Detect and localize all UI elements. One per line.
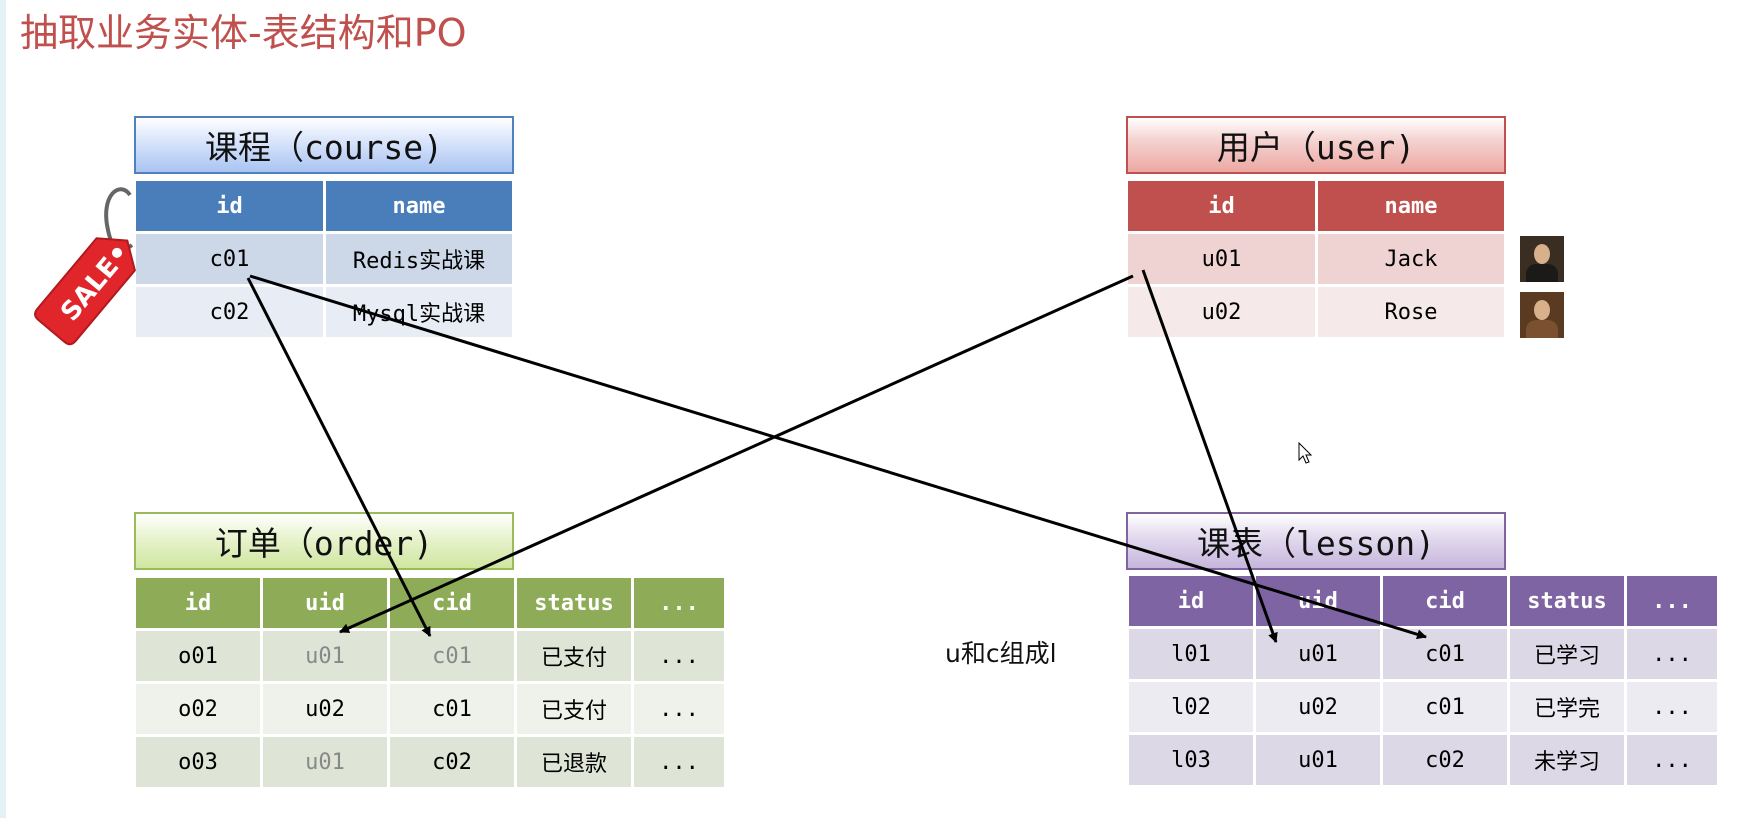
sale-tag-icon: SALE	[34, 187, 136, 346]
order-cell: c01	[390, 631, 514, 681]
order-cell: 已退款	[517, 737, 631, 787]
course-table: id name c01 Redis实战课 c02 Mysql实战课	[133, 178, 515, 340]
user-cell: u01	[1128, 234, 1315, 284]
arrow-course-to-order-cid	[246, 277, 432, 637]
lesson-cell: c01	[1383, 682, 1507, 732]
lesson-table: id uid cid status ... l01 u01 c01 已学习 ..…	[1126, 573, 1720, 788]
table-row: o03 u01 c02 已退款 ...	[136, 737, 724, 787]
lesson-cell: u02	[1256, 682, 1380, 732]
left-edge-strip	[0, 0, 6, 818]
lesson-cell: ...	[1627, 682, 1717, 732]
arrow-user-to-order-uid	[339, 274, 1134, 634]
course-cell: c02	[136, 287, 323, 337]
order-cell: ...	[634, 684, 724, 734]
jack-avatar	[1520, 236, 1564, 282]
lesson-cell: l03	[1129, 735, 1253, 785]
table-row: c01 Redis实战课	[136, 234, 512, 284]
order-cell: u02	[263, 684, 387, 734]
user-header-id: id	[1128, 181, 1315, 231]
lesson-cell: 未学习	[1510, 735, 1624, 785]
course-cell: Mysql实战课	[326, 287, 512, 337]
order-cell: u01	[263, 737, 387, 787]
table-row: l02 u02 c01 已学完 ...	[1129, 682, 1717, 732]
lesson-cell: 已学完	[1510, 682, 1624, 732]
lesson-cell: c02	[1383, 735, 1507, 785]
order-cell: c02	[390, 737, 514, 787]
order-header-status: status	[517, 578, 631, 628]
user-table-title: 用户（user)	[1126, 116, 1506, 174]
table-row: o02 u02 c01 已支付 ...	[136, 684, 724, 734]
order-cell: o02	[136, 684, 260, 734]
rose-avatar	[1520, 292, 1564, 338]
lesson-header-more: ...	[1627, 576, 1717, 626]
relation-note: u和c组成l	[945, 639, 1057, 668]
table-row: l03 u01 c02 未学习 ...	[1129, 735, 1717, 785]
table-row: u02 Rose	[1128, 287, 1504, 337]
order-cell: u01	[263, 631, 387, 681]
table-row: l01 u01 c01 已学习 ...	[1129, 629, 1717, 679]
lesson-cell: l01	[1129, 629, 1253, 679]
mouse-cursor-icon	[1298, 442, 1313, 464]
order-cell: 已支付	[517, 631, 631, 681]
lesson-cell: l02	[1129, 682, 1253, 732]
arrow-user-to-lesson-uid	[1141, 269, 1278, 643]
order-cell: c01	[390, 684, 514, 734]
course-header-id: id	[136, 181, 323, 231]
lesson-header-id: id	[1129, 576, 1253, 626]
course-cell: Redis实战课	[326, 234, 512, 284]
table-row: c02 Mysql实战课	[136, 287, 512, 337]
lesson-cell: 已学习	[1510, 629, 1624, 679]
arrow-course-to-lesson-cid	[249, 274, 1427, 640]
lesson-cell: ...	[1627, 629, 1717, 679]
order-cell: o03	[136, 737, 260, 787]
page-title: 抽取业务实体-表结构和PO	[20, 11, 467, 55]
order-cell: o01	[136, 631, 260, 681]
user-header-name: name	[1318, 181, 1504, 231]
table-row: o01 u01 c01 已支付 ...	[136, 631, 724, 681]
order-table: id uid cid status ... o01 u01 c01 已支付 ..…	[133, 575, 727, 790]
user-table: id name u01 Jack u02 Rose	[1125, 178, 1507, 340]
order-table-title: 订单（order)	[134, 512, 514, 570]
order-cell: 已支付	[517, 684, 631, 734]
lesson-cell: u01	[1256, 629, 1380, 679]
table-row: u01 Jack	[1128, 234, 1504, 284]
lesson-header-status: status	[1510, 576, 1624, 626]
lesson-cell: u01	[1256, 735, 1380, 785]
course-table-title: 课程（course)	[134, 116, 514, 174]
lesson-cell: c01	[1383, 629, 1507, 679]
order-header-id: id	[136, 578, 260, 628]
course-cell: c01	[136, 234, 323, 284]
user-cell: Jack	[1318, 234, 1504, 284]
order-header-cid: cid	[390, 578, 514, 628]
lesson-header-cid: cid	[1383, 576, 1507, 626]
order-header-more: ...	[634, 578, 724, 628]
order-cell: ...	[634, 737, 724, 787]
order-cell: ...	[634, 631, 724, 681]
course-header-name: name	[326, 181, 512, 231]
lesson-cell: ...	[1627, 735, 1717, 785]
user-cell: Rose	[1318, 287, 1504, 337]
